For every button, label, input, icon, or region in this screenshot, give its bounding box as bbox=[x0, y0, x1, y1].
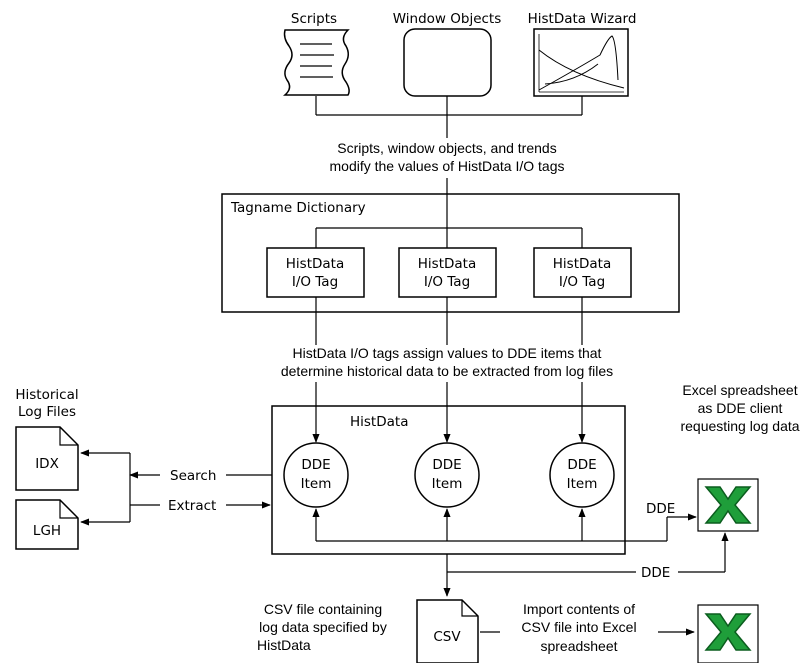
tagname-dictionary-title: Tagname Dictionary bbox=[230, 200, 366, 216]
scripts-label: Scripts bbox=[291, 11, 337, 27]
window-objects-label: Window Objects bbox=[393, 11, 502, 27]
io-tag-1: HistData I/O Tag bbox=[266, 247, 365, 298]
import-line2: CSV file into Excel bbox=[521, 619, 636, 635]
dde-label-lower: DDE bbox=[641, 565, 670, 581]
io-tag-1-line2: I/O Tag bbox=[292, 274, 338, 290]
excel-client-icon bbox=[697, 478, 759, 532]
io-tag-2: HistData I/O Tag bbox=[398, 247, 497, 298]
extract-label-bg bbox=[160, 496, 226, 514]
histdata-wizard-icon bbox=[533, 28, 629, 97]
lgh-label: LGH bbox=[33, 523, 61, 539]
csv-desc-line2: log data specified by bbox=[259, 619, 387, 635]
extract-label: Extract bbox=[168, 498, 216, 514]
import-line3: spreadsheet bbox=[540, 638, 617, 654]
log-files-title-line2: Log Files bbox=[18, 404, 76, 420]
excel-client-line2: as DDE client bbox=[698, 400, 783, 416]
io-tag-2-line2: I/O Tag bbox=[424, 274, 470, 290]
import-line1: Import contents of bbox=[523, 601, 635, 617]
scripts-icon bbox=[283, 29, 350, 96]
csv-desc-line1: CSV file containing bbox=[264, 601, 382, 617]
io-tag-1-line1: HistData bbox=[286, 256, 344, 272]
search-label-bg bbox=[160, 466, 226, 484]
histdata-title: HistData bbox=[350, 414, 408, 430]
excel-import-icon bbox=[697, 604, 759, 663]
dde-item-1-line1: DDE bbox=[301, 457, 330, 473]
dde-item-1-line2: Item bbox=[301, 476, 332, 492]
dde-item-2: DDE Item bbox=[414, 442, 480, 508]
window-objects-icon bbox=[403, 28, 492, 97]
idx-file-icon: IDX bbox=[15, 426, 79, 491]
excel-client-line3: requesting log data bbox=[680, 418, 799, 434]
csv-file-label: CSV bbox=[433, 629, 461, 645]
log-files-title-line1: Historical bbox=[15, 387, 78, 403]
excel-client-line1: Excel spreadsheet bbox=[682, 382, 797, 398]
io-tag-3-line1: HistData bbox=[553, 256, 611, 272]
modify-caption-line2: modify the values of HistData I/O tags bbox=[330, 158, 565, 174]
csv-file-icon: CSV bbox=[416, 599, 479, 663]
dde-item-1: DDE Item bbox=[283, 442, 349, 508]
dde-item-2-line2: Item bbox=[432, 476, 463, 492]
histdata-wizard-label: HistData Wizard bbox=[528, 11, 637, 27]
assign-caption-line2: determine historical data to be extracte… bbox=[281, 363, 613, 379]
idx-label: IDX bbox=[35, 456, 59, 472]
dde-label-upper: DDE bbox=[646, 501, 675, 517]
dde-lower-label-bg bbox=[636, 564, 678, 580]
search-label: Search bbox=[170, 468, 216, 484]
dde-item-2-line1: DDE bbox=[432, 457, 461, 473]
csv-desc-line3: HistData bbox=[257, 637, 311, 653]
io-tag-3-line2: I/O Tag bbox=[559, 274, 605, 290]
dde-item-3: DDE Item bbox=[549, 442, 615, 508]
modify-caption-line1: Scripts, window objects, and trends bbox=[337, 140, 556, 156]
dde-item-3-line1: DDE bbox=[567, 457, 596, 473]
lgh-file-icon: LGH bbox=[15, 499, 79, 550]
dde-item-3-line2: Item bbox=[567, 476, 598, 492]
io-tag-2-line1: HistData bbox=[418, 256, 476, 272]
io-tag-3: HistData I/O Tag bbox=[533, 247, 632, 298]
assign-caption-line1: HistData I/O tags assign values to DDE i… bbox=[293, 345, 602, 361]
